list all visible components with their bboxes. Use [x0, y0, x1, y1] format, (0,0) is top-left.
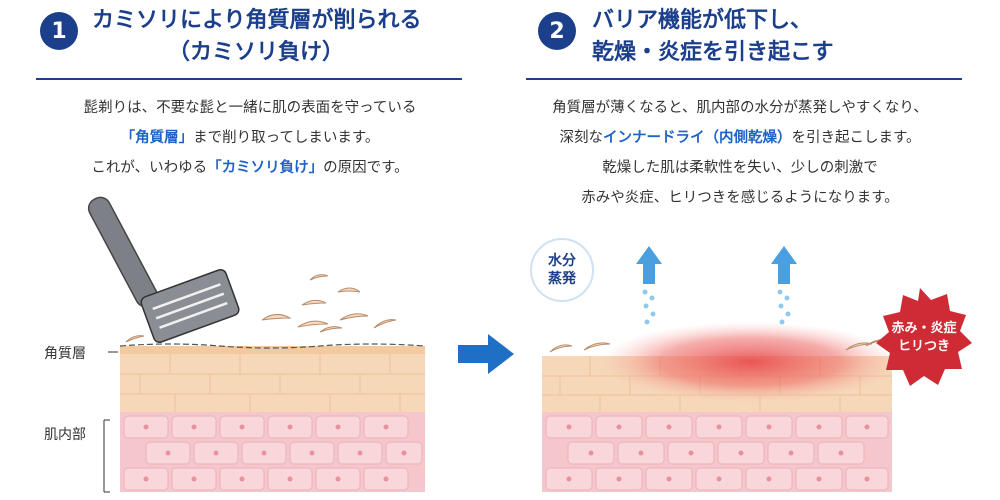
- cell-nuclei: [143, 424, 407, 482]
- step-1-divider: [36, 78, 462, 80]
- step-number-2: 2: [538, 12, 576, 50]
- step-1-text-line1: 髭剃りは、不要な髭と一緒に肌の表面を守っている: [83, 100, 417, 116]
- label-stratum-corneum: 角質層: [44, 346, 86, 362]
- razor-icon: [87, 196, 240, 344]
- evaporation-arrow-2: [771, 246, 797, 325]
- skin-illustration-shaving: [87, 196, 426, 493]
- step-number-1: 1: [40, 12, 78, 50]
- water-badge-icon: [530, 238, 594, 302]
- step-2-title-line1: バリア機能が低下し、: [592, 8, 813, 33]
- step-2-text-line4: 赤みや炎症、ヒリつきを感じるようになります。: [581, 190, 899, 206]
- evaporation-arrow-1: [636, 246, 662, 325]
- inflammation-burst-icon: [876, 288, 972, 386]
- step-2-text-line1: 角質層が薄くなると、肌内部の水分が蒸発しやすくなり、: [552, 100, 928, 116]
- step-1-text-line3: これが、いわゆる「カミソリ負け」の原因です。: [91, 160, 409, 176]
- step-2-text-line2: 深刻なインナードライ（内側乾燥）を引き起こします。: [559, 130, 921, 146]
- label-dermis: 肌内部: [44, 427, 86, 443]
- step-1-text-line2: 「角質層」まで削り取ってしまいます。: [120, 130, 380, 146]
- inflammation-badge: 赤み・炎症 ヒリつき: [891, 321, 957, 354]
- arrow-right-icon: [458, 334, 514, 374]
- water-evaporation-badge: 水分 蒸発: [548, 253, 576, 287]
- panel-step-2: 2 バリア機能が低下し、 乾燥・炎症を引き起こす 角質層が薄くなると、肌内部の水…: [500, 0, 1000, 500]
- highlight-inner-dry: インナードライ（内側乾燥）: [602, 130, 792, 146]
- step-2-title-line2: 乾燥・炎症を引き起こす: [592, 40, 834, 65]
- skin-illustration-dry: [530, 238, 972, 492]
- shaved-flakes: [125, 274, 397, 343]
- inflammation-area: [600, 322, 900, 402]
- step-1-title-line1: カミソリにより角質層が削られる: [92, 8, 422, 33]
- panel-step-1: 1 カミソリにより角質層が削られる （カミソリ負け） 髭剃りは、不要な髭と一緒に…: [36, 8, 462, 493]
- step-2-text-line3: 乾燥した肌は柔軟性を失い、少しの刺激で: [602, 160, 878, 176]
- stratum-corneum: [120, 346, 425, 354]
- step-1-title-line2: （カミソリ負け）: [168, 40, 345, 65]
- step-2-divider: [526, 78, 962, 80]
- highlight-kakushitsuso: 「角質層」: [120, 130, 194, 146]
- epidermis-layer: [120, 354, 425, 412]
- highlight-kamisori-make: 「カミソリ負け」: [207, 160, 324, 176]
